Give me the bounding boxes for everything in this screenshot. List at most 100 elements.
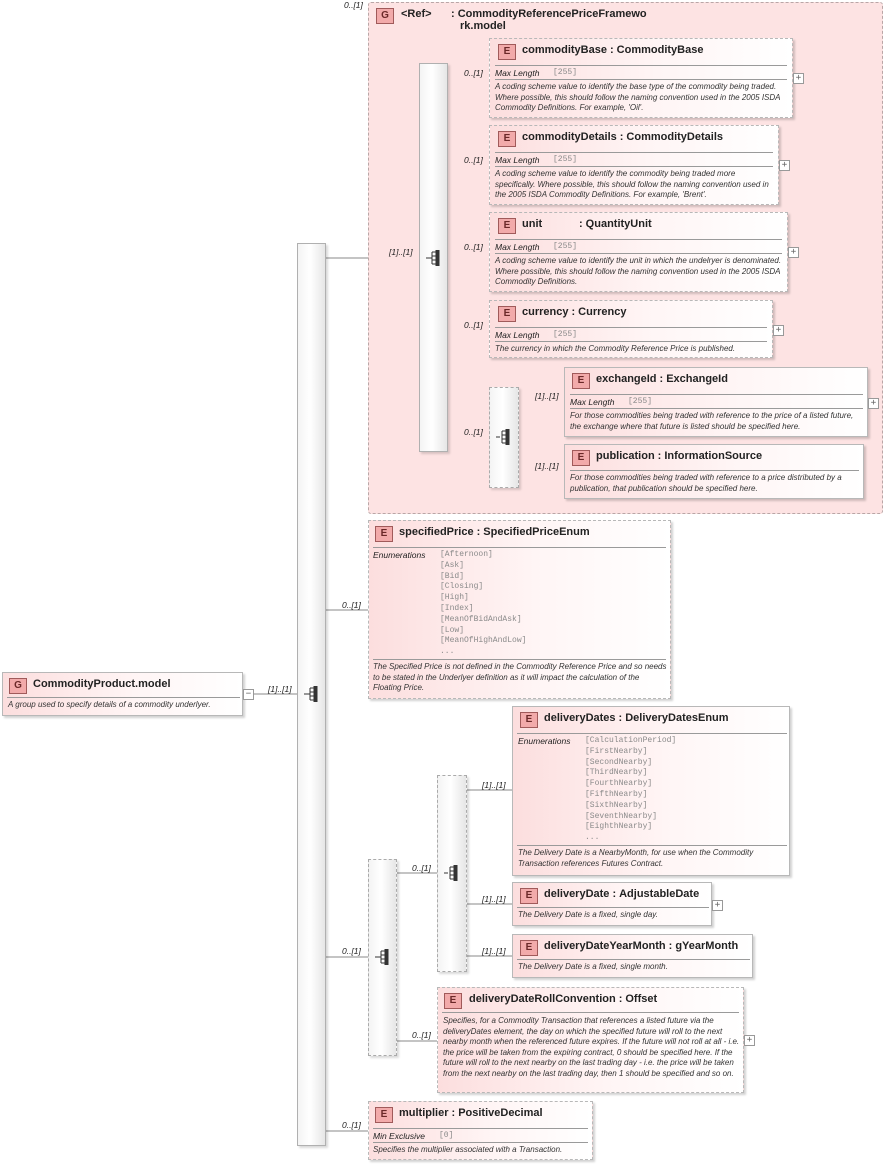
main-sequence-bar — [297, 243, 326, 1146]
enum-value: [Closing] — [440, 582, 484, 592]
element-description: For those commodities being traded with … — [570, 411, 854, 431]
divider — [495, 152, 773, 153]
element-title: specifiedPrice:SpecifiedPriceEnum — [399, 526, 590, 538]
divider — [495, 65, 787, 66]
plus-box-icon[interactable]: + — [793, 73, 804, 84]
enum-value: [SecondNearby] — [585, 757, 653, 767]
element-description: A coding scheme value to identify the ba… — [495, 82, 781, 112]
commodity-details-cardinality: 0..[1] — [464, 155, 483, 165]
plus-box-icon[interactable]: + — [744, 1035, 755, 1046]
plus-box-icon[interactable]: + — [788, 247, 799, 258]
sequence-compositor-icon — [426, 250, 440, 266]
choice-compositor-icon — [496, 429, 510, 445]
divider — [373, 547, 666, 548]
divider — [570, 394, 863, 395]
facet-value: [255] — [553, 155, 578, 164]
ref-group-cardinality: 0..[1] — [344, 0, 363, 10]
specified-price-element[interactable]: E specifiedPrice:SpecifiedPriceEnum Enum… — [368, 520, 671, 699]
root-group-name: CommodityProduct.model — [33, 678, 171, 690]
enum-value: [Low] — [440, 625, 465, 635]
plus-box-icon[interactable]: + — [868, 398, 879, 409]
facet-value: [0] — [439, 1131, 454, 1140]
delivery-choice-bar — [437, 775, 467, 972]
delivery-dates-element[interactable]: E deliveryDates:DeliveryDatesEnum Enumer… — [512, 706, 790, 876]
element-title: publication:InformationSource — [596, 450, 763, 462]
delivery-date-element[interactable]: E deliveryDate:AdjustableDate The Delive… — [512, 882, 712, 926]
multiplier-element[interactable]: E multiplier:PositiveDecimal Min Exclusi… — [368, 1101, 593, 1160]
element-title: deliveryDateRollConvention:Offset — [469, 993, 658, 1005]
divider — [495, 166, 773, 167]
divider — [495, 79, 787, 80]
plus-box-icon[interactable]: + — [779, 160, 790, 171]
plus-box-icon[interactable]: + — [773, 325, 784, 336]
delivery-date-year-month-cardinality: [1]..[1] — [482, 946, 506, 956]
element-tag: E — [444, 993, 462, 1009]
element-title: deliveryDates:DeliveryDatesEnum — [544, 712, 729, 724]
enumerations-label: Enumerations — [373, 550, 426, 560]
unit-element[interactable]: E unit :QuantityUnit Max Length [255] A … — [489, 212, 788, 292]
divider — [7, 697, 240, 698]
element-description: Specifies the multiplier associated with… — [373, 1145, 563, 1154]
element-title: multiplier:PositiveDecimal — [399, 1107, 543, 1119]
element-description: For those commodities being traded with … — [570, 473, 842, 493]
divider — [570, 408, 863, 409]
divider — [442, 1012, 739, 1013]
commodity-base-element[interactable]: E commodityBase:CommodityBase Max Length… — [489, 38, 793, 118]
delivery-sequence-bar — [368, 859, 397, 1056]
element-title: exchangeId:ExchangeId — [596, 373, 728, 385]
facet-label: Max Length — [495, 68, 540, 78]
element-title: currency:Currency — [522, 306, 627, 318]
enum-value: [ThirdNearby] — [585, 768, 648, 778]
element-title: unit — [522, 218, 543, 230]
root-description: A group used to specify details of a com… — [8, 700, 211, 709]
enum-value: [FirstNearby] — [585, 746, 648, 756]
enum-value: [SeventhNearby] — [585, 811, 658, 821]
ref-seq-cardinality: [1]..[1] — [389, 247, 413, 257]
specified-price-cardinality: 0..[1] — [342, 600, 361, 610]
choice-compositor-icon — [444, 865, 458, 881]
divider — [373, 659, 666, 660]
divider — [570, 470, 859, 471]
element-tag: E — [498, 218, 516, 234]
commodity-details-element[interactable]: E commodityDetails:CommodityDetails Max … — [489, 125, 779, 205]
element-description: The currency in which the Commodity Refe… — [495, 344, 736, 353]
enum-value: [CalculationPeriod] — [585, 736, 677, 745]
currency-element[interactable]: E currency:Currency Max Length [255] The… — [489, 300, 773, 358]
enum-value: ... — [440, 647, 455, 657]
element-description: Specifies, for a Commodity Transaction t… — [443, 1016, 740, 1078]
publication-element[interactable]: E publication:InformationSource For thos… — [564, 444, 864, 499]
unit-cardinality: 0..[1] — [464, 242, 483, 252]
enum-value: [FifthNearby] — [585, 789, 648, 799]
enum-value: [Ask] — [440, 560, 465, 570]
exchange-id-element[interactable]: E exchangeId:ExchangeId Max Length [255]… — [564, 367, 868, 437]
divider — [373, 1142, 588, 1143]
element-title: deliveryDate:AdjustableDate — [544, 888, 700, 900]
element-tag: E — [572, 373, 590, 389]
facet-value: [255] — [553, 68, 578, 77]
delivery-choice-cardinality: 0..[1] — [412, 863, 431, 873]
facet-value: [255] — [553, 330, 578, 339]
minus-box-icon[interactable]: − — [243, 689, 254, 700]
divider — [373, 1128, 588, 1129]
element-description: The Delivery Date is a NearbyMonth, for … — [518, 848, 754, 868]
element-tag: E — [520, 940, 538, 956]
plus-box-icon[interactable]: + — [712, 900, 723, 911]
roll-convention-element[interactable]: E deliveryDateRollConvention:Offset Spec… — [437, 987, 744, 1093]
ref-type-line1: : CommodityReferencePriceFramewo — [451, 8, 647, 20]
element-description: A coding scheme value to identify the un… — [495, 256, 782, 286]
commodity-base-cardinality: 0..[1] — [464, 68, 483, 78]
element-tag: E — [498, 131, 516, 147]
divider — [517, 733, 787, 734]
root-group-box[interactable]: G CommodityProduct.model A group used to… — [2, 672, 243, 716]
element-tag: E — [498, 306, 516, 322]
facet-label: Max Length — [570, 397, 615, 407]
divider — [495, 341, 767, 342]
element-tag: E — [498, 44, 516, 60]
divider — [495, 239, 782, 240]
enum-value: ... — [585, 833, 600, 843]
delivery-date-year-month-element[interactable]: E deliveryDateYearMonth:gYearMonth The D… — [512, 934, 753, 978]
element-tag: E — [520, 712, 538, 728]
ref-type-line2: rk.model — [460, 20, 506, 32]
element-description: The Delivery Date is a fixed, single mon… — [518, 962, 668, 971]
facet-value: [255] — [553, 242, 578, 251]
